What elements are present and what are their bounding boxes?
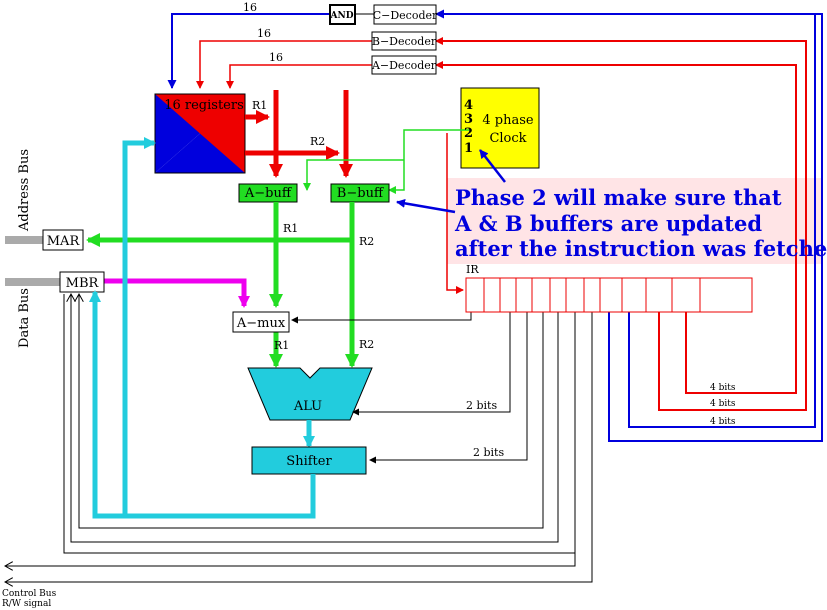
clock-phase2-to-abuff [303, 159, 404, 191]
b-decoder-label: B−Decoder [372, 35, 437, 48]
shifter-feedback [89, 137, 316, 519]
c-bus-wire [167, 13, 330, 89]
and-gate-label: AND [329, 11, 353, 21]
c-decoder-label: C−Decoder [373, 9, 438, 22]
ir-to-alu [352, 312, 511, 416]
note-background [447, 178, 821, 264]
ir-to-amux [291, 312, 472, 324]
note-line-3: after the instruction was fetched [455, 236, 827, 261]
a-mux-label: A−mux [236, 316, 286, 331]
register-outputs [245, 90, 353, 178]
shifter-label: Shifter [286, 454, 332, 469]
control-bus-label: Control Bus [2, 589, 57, 599]
bus16-c-label: 16 [243, 1, 257, 14]
note-arrow-to-bbuff [396, 198, 456, 214]
clock-title-1: 4 phase [482, 113, 534, 128]
r1-amux-label: R1 [274, 339, 289, 352]
a-decoder-label: A−Decoder [371, 59, 437, 72]
a-decoder-loop [435, 61, 797, 394]
bits4-label-1: 4 bits [710, 383, 736, 393]
address-bus-stub [5, 236, 43, 244]
a-buff-label: A−buff [244, 186, 293, 201]
b-decoder-loop [435, 37, 807, 411]
instruction-register [465, 277, 753, 313]
and-gate-box [329, 4, 356, 25]
r2-bbuff-label: R2 [359, 235, 374, 248]
bits-shifter-label: 2 bits [473, 446, 504, 459]
clock-phase-2: 2 [464, 126, 473, 141]
note-line-1: Phase 2 will make sure that [455, 185, 782, 210]
a-decoder-box [371, 55, 437, 75]
rw-signal-label: R/W signal [2, 599, 51, 609]
control-lines [5, 294, 593, 582]
registers-label: 16 registers [164, 98, 244, 113]
mbr-box [59, 271, 105, 293]
address-bus-label: Address Bus [17, 149, 32, 232]
shifter-box [251, 446, 367, 475]
r1-abuff-label: R1 [283, 222, 298, 235]
data-bus-stub [5, 278, 60, 286]
b-buff-label: B−buff [337, 186, 385, 201]
clock-phase-4: 4 [464, 98, 473, 113]
clock-phase-3: 3 [464, 112, 473, 127]
register-file [154, 93, 246, 174]
c-decoder-loop-2 [628, 14, 816, 428]
mar-label: MAR [47, 234, 81, 249]
note-arrow-to-clock [479, 149, 506, 183]
c-decoder-box [373, 4, 437, 25]
bits4-label-3: 4 bits [710, 417, 736, 427]
b-decoder-box [371, 31, 437, 51]
mar-box [42, 229, 84, 251]
alu-shape [247, 367, 373, 421]
a-bus-wire [226, 64, 372, 89]
ir-to-shifter [369, 312, 528, 464]
r2-reg-label: R2 [310, 135, 325, 148]
clock-box [460, 87, 540, 169]
note-line-2: A & B buffers are updated [454, 211, 762, 236]
bus16-a-label: 16 [269, 51, 283, 64]
b-buff-box [330, 183, 390, 203]
mbr-label: MBR [66, 276, 100, 291]
mbr-to-amux [104, 278, 250, 308]
c-decoder-loop [435, 9, 823, 442]
bits-alu-label: 2 bits [466, 399, 497, 412]
r2-alu-label: R2 [359, 338, 374, 351]
b-bus-wire [196, 40, 372, 89]
ir-input-wire [446, 133, 464, 294]
data-bus-label: Data Bus [17, 288, 32, 348]
ir-label: IR [466, 263, 479, 276]
clock-phase-1: 1 [464, 141, 473, 156]
clock-title-2: Clock [489, 131, 526, 146]
green-buses [86, 202, 359, 368]
bus16-b-label: 16 [257, 27, 271, 40]
a-mux-box [232, 311, 290, 333]
bits4-label-2: 4 bits [710, 399, 736, 409]
r1-reg-label: R1 [252, 99, 267, 112]
a-buff-box [238, 183, 298, 203]
alu-label: ALU [293, 399, 322, 414]
